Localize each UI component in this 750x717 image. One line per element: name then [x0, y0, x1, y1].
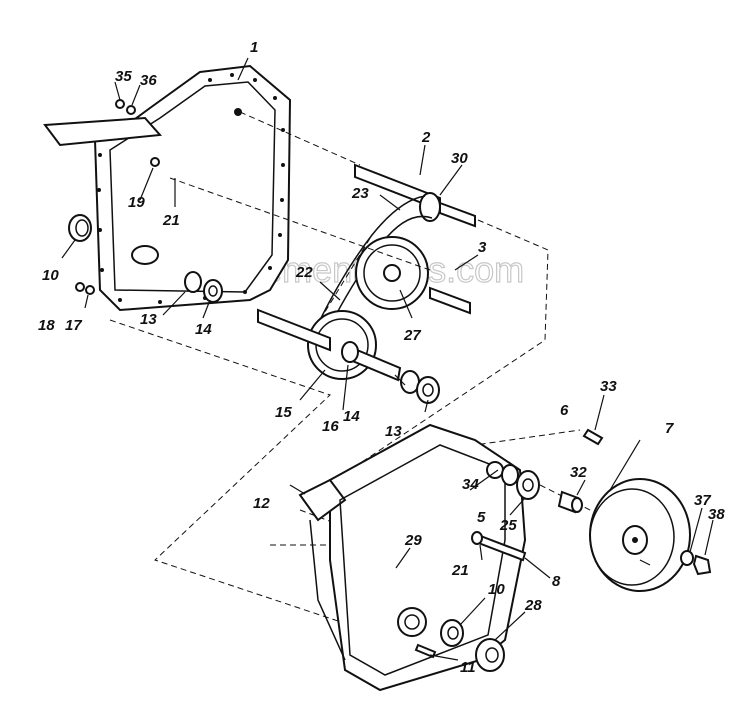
right-housing	[298, 423, 527, 692]
spacer	[557, 490, 583, 514]
bearing-right	[400, 370, 440, 404]
callout-27: 27	[403, 327, 421, 344]
bolt-19	[150, 157, 160, 167]
small-nuts-left	[75, 282, 95, 295]
callout-10-left: 10	[42, 267, 59, 284]
bolt-33	[582, 428, 604, 446]
upper-sprocket	[419, 192, 441, 222]
callout-13-right: 13	[385, 423, 402, 440]
callout-25: 25	[499, 517, 517, 534]
middle-shaft	[429, 286, 471, 315]
lower-shaft	[257, 308, 402, 382]
bearing-28	[475, 638, 505, 672]
washer-and-nut	[680, 550, 712, 576]
callout-32: 32	[570, 464, 587, 481]
screw-11	[414, 643, 437, 659]
small-nuts-top	[115, 99, 136, 115]
callout-36: 36	[140, 72, 157, 89]
callout-15: 15	[275, 404, 292, 421]
callout-14-right: 14	[343, 408, 360, 425]
callout-30: 30	[451, 150, 468, 167]
oil-seal-left	[68, 214, 92, 242]
middle-sprocket	[355, 236, 429, 310]
callout-8: 8	[552, 573, 561, 590]
pulley	[589, 478, 691, 592]
callout-13-left: 13	[140, 311, 157, 328]
callout-3: 3	[478, 239, 487, 256]
callout-38: 38	[708, 506, 725, 523]
callout-21-bottom: 21	[451, 562, 469, 579]
callout-35: 35	[115, 68, 132, 85]
callout-22: 22	[295, 264, 313, 281]
callout-7: 7	[665, 420, 674, 437]
oil-seal-right	[440, 619, 464, 647]
callout-21-top: 21	[162, 212, 180, 229]
callout-16: 16	[322, 418, 339, 435]
callout-33: 33	[600, 378, 617, 395]
leader-lines	[61, 57, 714, 661]
callout-12: 12	[253, 495, 270, 512]
left-housing	[43, 64, 292, 312]
bearing-left	[184, 271, 223, 303]
housing-bolt-holes	[97, 73, 285, 304]
callout-11: 11	[460, 659, 476, 676]
callout-19: 19	[128, 194, 145, 211]
callout-labels: 1 2 3 5 6 7 8 10 10 11 12 13 13 14 14 15…	[38, 39, 725, 676]
callout-6: 6	[560, 402, 569, 419]
callout-1: 1	[250, 39, 258, 56]
bolt-8	[471, 531, 527, 562]
callout-10-right: 10	[488, 581, 505, 598]
callout-34: 34	[462, 476, 479, 493]
callout-23: 23	[351, 185, 369, 202]
callout-37: 37	[694, 492, 711, 509]
callout-18: 18	[38, 317, 55, 334]
hub-seal	[501, 464, 540, 500]
callout-14-left: 14	[195, 321, 212, 338]
callout-17: 17	[65, 317, 82, 334]
callout-2: 2	[421, 129, 431, 146]
callout-5: 5	[477, 509, 486, 526]
callout-28: 28	[524, 597, 542, 614]
callout-29: 29	[404, 532, 422, 549]
